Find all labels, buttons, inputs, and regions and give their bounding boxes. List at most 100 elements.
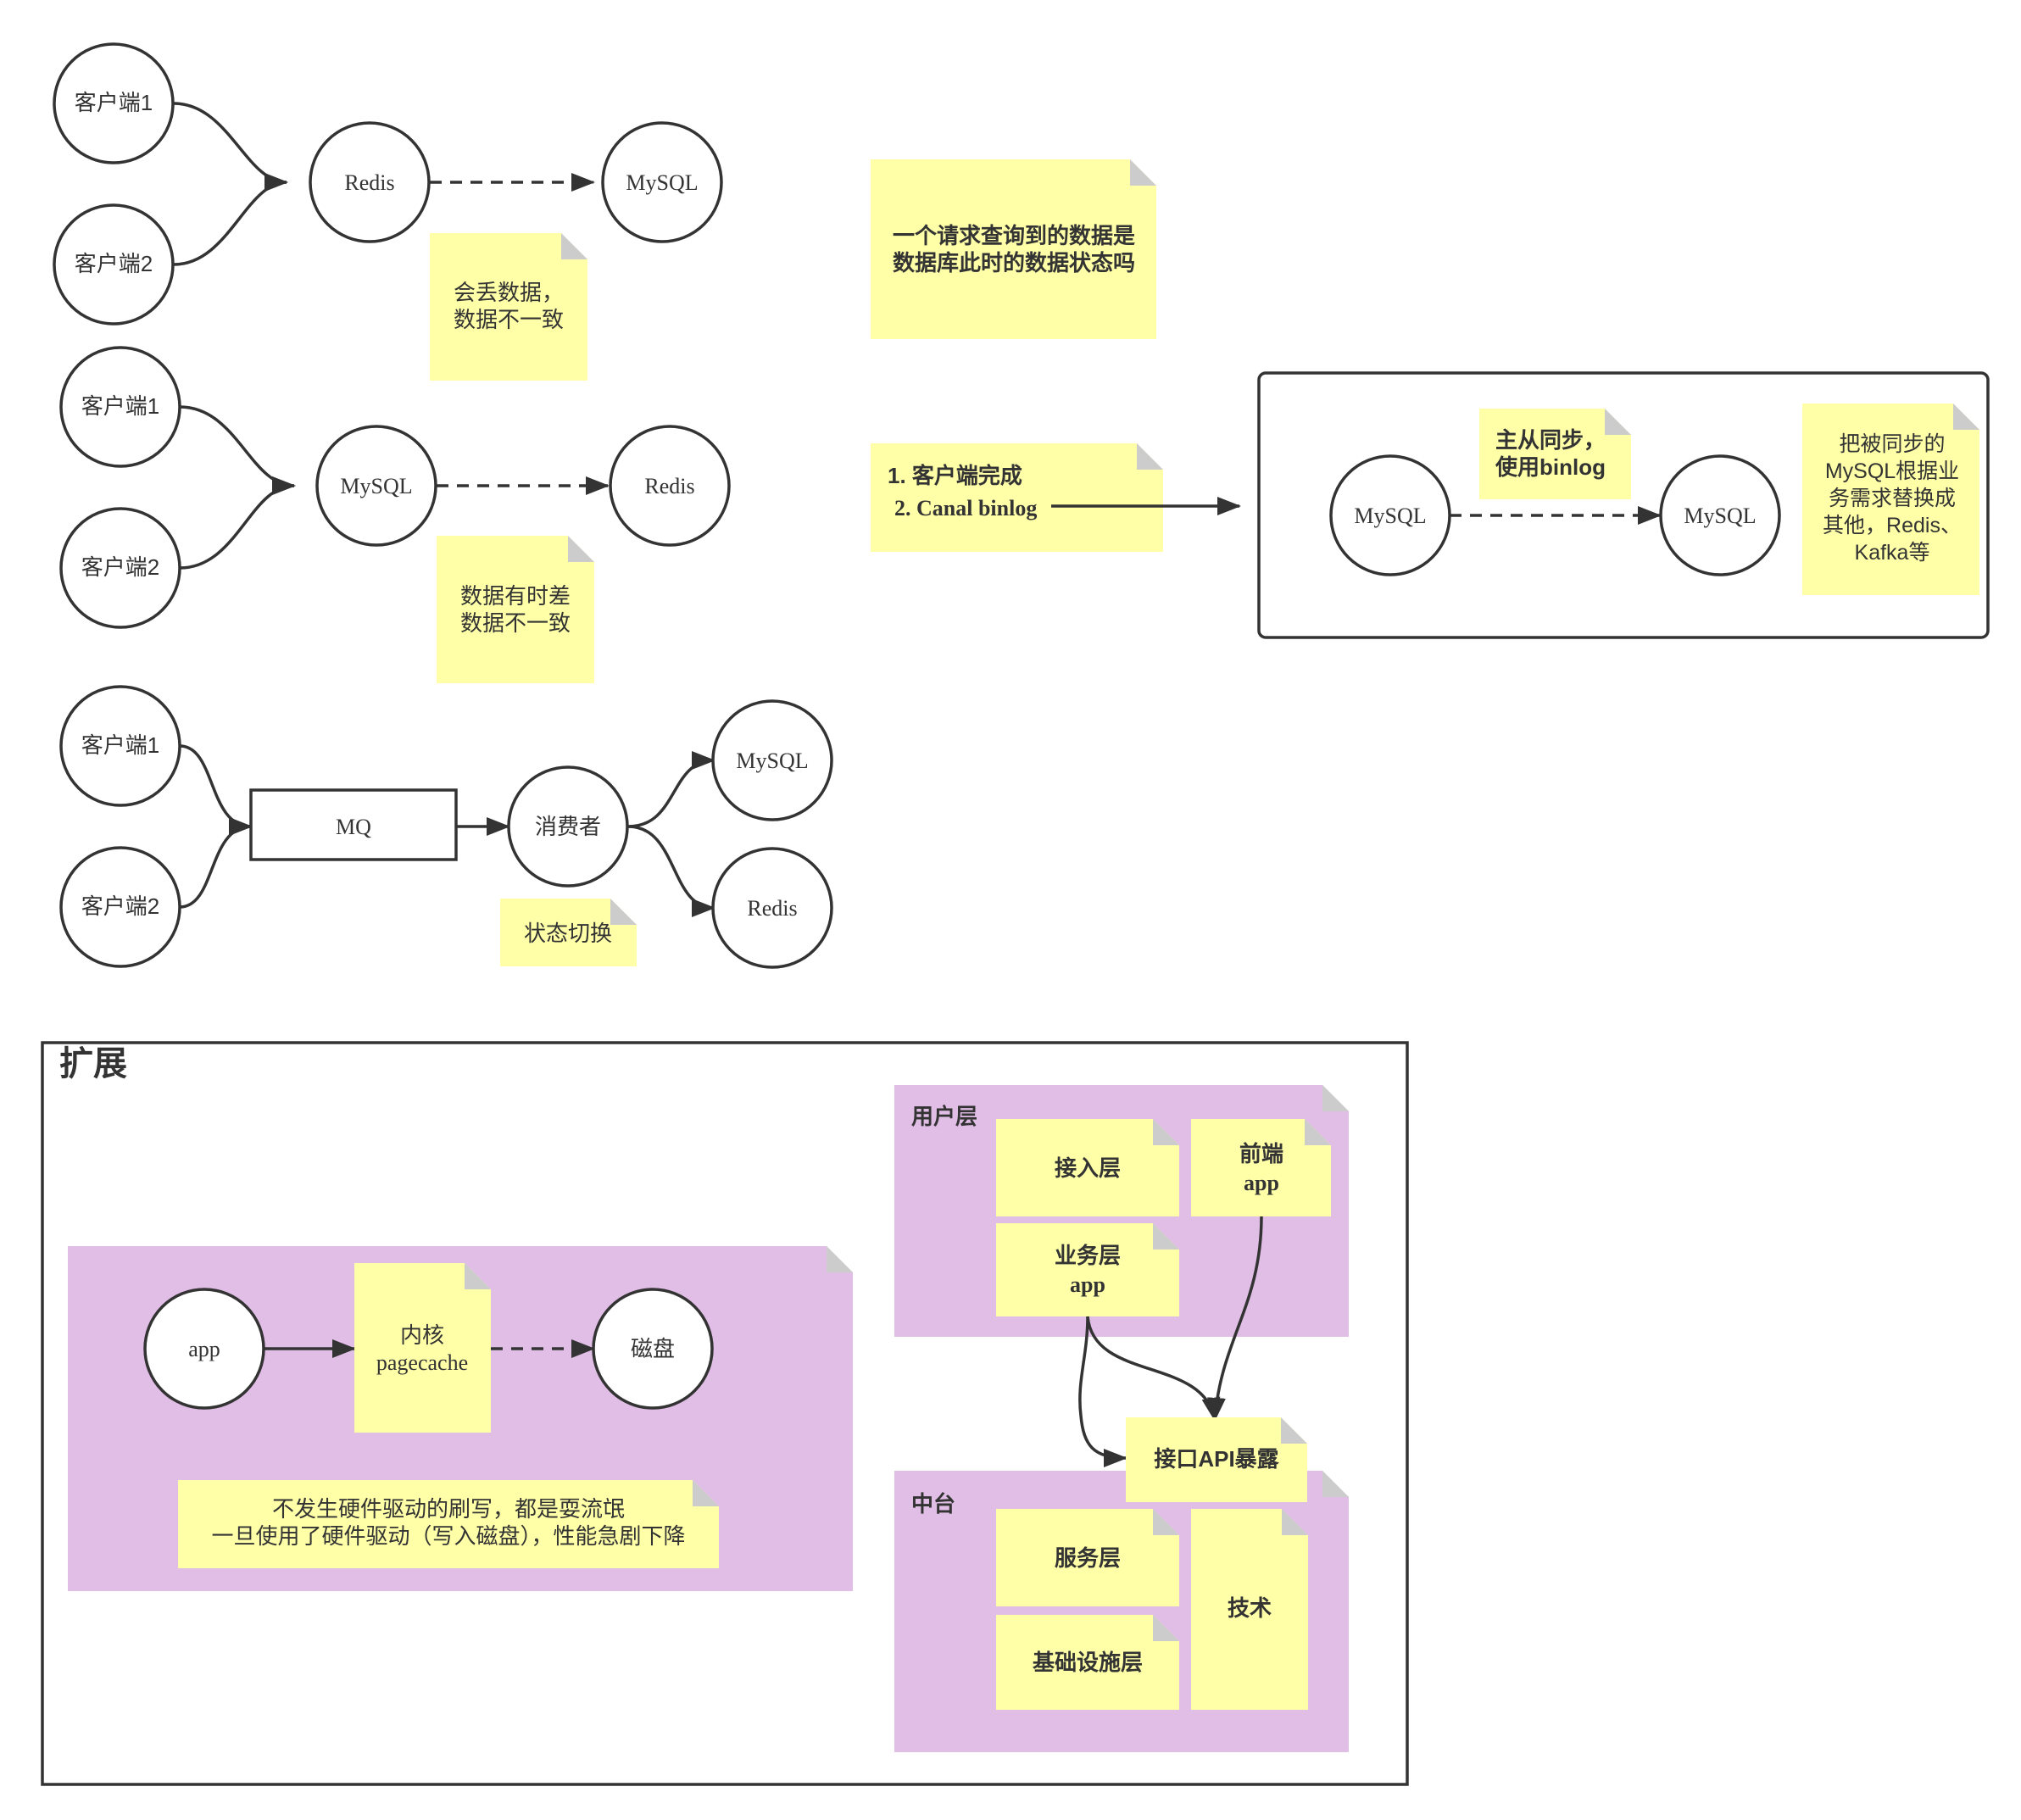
extension-frame xyxy=(41,1041,1409,1786)
flow1-mysql-node[interactable]: MySQL xyxy=(601,121,723,243)
edge-business-to-api-upper xyxy=(1086,1316,1221,1422)
edge-consumer-mysql xyxy=(627,751,715,828)
edge-client1-mq xyxy=(179,744,253,836)
infra-layer-note[interactable]: 基础设施层 xyxy=(996,1615,1179,1710)
flow1-note-line1: 会丢数据， xyxy=(454,280,564,305)
sync-mysql-left-node[interactable]: MySQL xyxy=(1329,454,1451,576)
flow2-note-line2: 数据不一致 xyxy=(460,610,571,636)
flow1: 客户端1 客户端2 Redis MySQL 会丢数据， 数据不一致 xyxy=(53,42,723,381)
replace-note[interactable]: 把被同步的 MySQL根据业 务需求替换成 其他，Redis、 Kafka等 xyxy=(1802,404,1979,595)
extension-title: 扩展 xyxy=(59,1045,127,1083)
business-layer-note[interactable]: 业务层 app xyxy=(996,1223,1179,1316)
flow3-client1-node[interactable]: 客户端1 xyxy=(59,685,181,807)
flow2-redis-node[interactable]: Redis xyxy=(609,425,731,547)
flow2-client2-node[interactable]: 客户端2 xyxy=(59,507,181,629)
edge-client2-mq xyxy=(179,817,253,909)
flow1-client2-node[interactable]: 客户端2 xyxy=(53,203,175,326)
flow2-mysql-node[interactable]: MySQL xyxy=(315,425,437,547)
pagecache-warning-line2: 一旦使用了硬件驱动（写入磁盘），性能急剧下降 xyxy=(211,1523,685,1549)
flow3-redis-node[interactable]: Redis xyxy=(711,847,833,969)
business-label-line2: app xyxy=(1070,1272,1105,1297)
flow3-client2-node[interactable]: 客户端2 xyxy=(59,846,181,968)
app-node-label: app xyxy=(188,1337,220,1361)
replace-note-line2: MySQL根据业 xyxy=(1825,459,1959,483)
disk-node[interactable]: 磁盘 xyxy=(592,1288,714,1410)
flow3-mysql-node[interactable]: MySQL xyxy=(711,699,833,821)
flow2-redis-label: Redis xyxy=(644,474,694,498)
business-label-line1: 业务层 xyxy=(1055,1243,1121,1268)
flow1-redis-label: Redis xyxy=(344,170,394,195)
question-note[interactable]: 一个请求查询到的数据是 数据库此时的数据状态吗 xyxy=(871,159,1156,339)
api-exposure-note[interactable]: 接口API暴露 xyxy=(1126,1417,1307,1502)
edge-client1-mysql xyxy=(179,405,296,495)
infra-layer-label: 基础设施层 xyxy=(1033,1650,1143,1675)
middle-platform-title: 中台 xyxy=(911,1491,955,1517)
replace-note-line4: 其他，Redis、 xyxy=(1823,514,1962,537)
frontend-label-line1: 前端 xyxy=(1239,1141,1283,1166)
sync-mysql-right-label: MySQL xyxy=(1684,504,1756,528)
pagecache-warning-line1: 不发生硬件驱动的刷写，都是耍流氓 xyxy=(272,1496,625,1522)
solution-note[interactable]: 1. 客户端完成 2. Canal binlog xyxy=(871,443,1163,552)
flow1-mysql-label: MySQL xyxy=(626,170,698,195)
flow2-client1-node[interactable]: 客户端1 xyxy=(59,346,181,468)
flow2-client2-label: 客户端2 xyxy=(81,554,159,580)
sync-box: MySQL MySQL 主从同步， 使用binlog 把被同步的 MySQL根据… xyxy=(1257,371,1990,639)
pagecache-warning-note[interactable]: 不发生硬件驱动的刷写，都是耍流氓 一旦使用了硬件驱动（写入磁盘），性能急剧下降 xyxy=(178,1480,719,1568)
flow2-client1-label: 客户端1 xyxy=(81,393,159,419)
disk-node-label: 磁盘 xyxy=(631,1336,675,1361)
replace-note-line1: 把被同步的 xyxy=(1839,432,1945,456)
sync-mysql-right-node[interactable]: MySQL xyxy=(1659,454,1781,576)
kernel-pagecache-note[interactable]: 内核 pagecache xyxy=(354,1263,491,1433)
frontend-label-line2: app xyxy=(1244,1171,1279,1195)
sync-box-frame xyxy=(1257,371,1990,639)
sync-note-line1: 主从同步， xyxy=(1495,427,1606,453)
solution-note-line2: 2. Canal binlog xyxy=(894,496,1037,520)
extension-section: 扩展 app 内核 pagecache 磁盘 不发生硬件驱动的刷写，都是耍流氓 … xyxy=(41,1041,1409,1786)
flow3-note-text: 状态切换 xyxy=(524,921,612,946)
flow3-consumer-label: 消费者 xyxy=(535,814,601,839)
flow3-mysql-label: MySQL xyxy=(736,749,808,773)
flow2-note-line1: 数据有时差 xyxy=(460,583,571,609)
sync-note[interactable]: 主从同步， 使用binlog xyxy=(1479,409,1631,499)
flow1-client2-label: 客户端2 xyxy=(75,251,153,276)
edge-client2-mysql xyxy=(179,476,296,570)
flow3: 客户端1 客户端2 MQ 消费者 MySQL Redis 状态切换 xyxy=(59,685,833,969)
flow2-note[interactable]: 数据有时差 数据不一致 xyxy=(437,536,594,683)
flow1-client1-node[interactable]: 客户端1 xyxy=(53,42,175,164)
frontend-app-note[interactable]: 前端 app xyxy=(1191,1119,1331,1216)
service-layer-label: 服务层 xyxy=(1055,1545,1121,1571)
replace-note-line3: 务需求替换成 xyxy=(1829,487,1956,510)
tech-label: 技术 xyxy=(1228,1595,1272,1621)
flow3-redis-label: Redis xyxy=(747,896,797,921)
flow1-note-line2: 数据不一致 xyxy=(454,307,564,332)
question-note-line2: 数据库此时的数据状态吗 xyxy=(893,250,1135,276)
edge-client1-redis xyxy=(173,102,288,192)
flow2-mysql-label: MySQL xyxy=(340,474,412,498)
access-layer-note[interactable]: 接入层 xyxy=(996,1119,1179,1216)
kernel-label-line2: pagecache xyxy=(376,1350,468,1375)
solution-note-line1: 1. 客户端完成 xyxy=(888,463,1022,488)
flow3-mq-node[interactable]: MQ xyxy=(249,788,458,861)
flow3-client2-label: 客户端2 xyxy=(81,893,159,919)
api-exposure-label: 接口API暴露 xyxy=(1154,1446,1279,1472)
flow1-redis-node[interactable]: Redis xyxy=(309,121,431,243)
question-note-line1: 一个请求查询到的数据是 xyxy=(893,223,1135,248)
replace-note-line5: Kafka等 xyxy=(1855,541,1930,565)
flow1-note[interactable]: 会丢数据， 数据不一致 xyxy=(430,233,587,381)
app-node[interactable]: app xyxy=(143,1288,265,1410)
flow1-client1-label: 客户端1 xyxy=(75,90,153,115)
flow3-note[interactable]: 状态切换 xyxy=(500,899,637,966)
flow3-mq-label: MQ xyxy=(336,815,371,839)
flow3-consumer-node[interactable]: 消费者 xyxy=(507,765,629,888)
user-layer-title: 用户层 xyxy=(911,1104,977,1129)
flow3-client1-label: 客户端1 xyxy=(81,732,159,758)
access-layer-label: 接入层 xyxy=(1055,1155,1121,1181)
edge-client2-redis xyxy=(173,173,288,266)
service-layer-note[interactable]: 服务层 xyxy=(996,1509,1179,1606)
tech-note[interactable]: 技术 xyxy=(1191,1509,1308,1710)
edge-business-to-api xyxy=(1078,1316,1127,1467)
sync-note-line2: 使用binlog xyxy=(1495,454,1606,480)
sync-mysql-left-label: MySQL xyxy=(1354,504,1426,528)
kernel-label-line1: 内核 xyxy=(400,1322,444,1348)
